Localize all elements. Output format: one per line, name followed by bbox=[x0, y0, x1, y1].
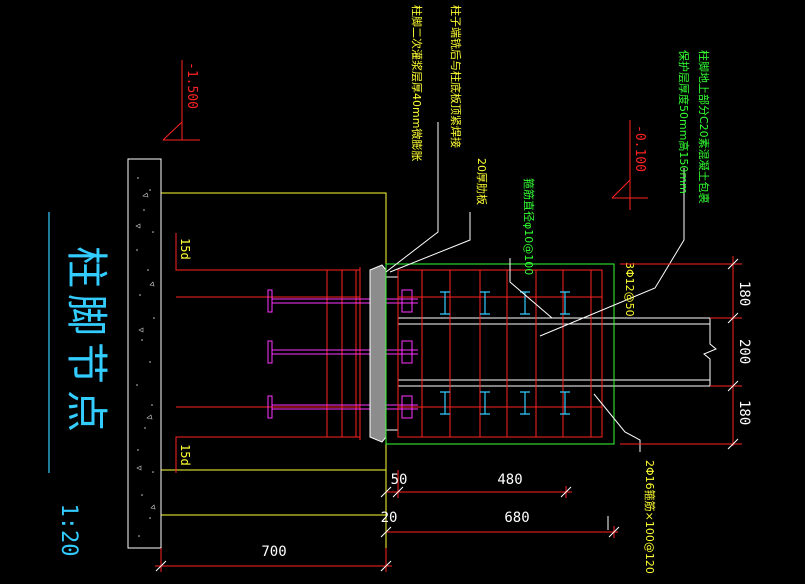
dimension-horizontal-labels: 50 480 20 680 700 bbox=[261, 472, 529, 560]
anchor-label-bottom: 15d bbox=[178, 444, 192, 466]
elevation-top-label: -1.500 bbox=[184, 62, 199, 109]
anchor-label-top: 15d bbox=[178, 238, 192, 260]
dim-v-top: 180 bbox=[736, 281, 752, 306]
concrete-column bbox=[127, 158, 162, 549]
dim-v-bottom: 180 bbox=[736, 400, 752, 425]
shear-studs bbox=[440, 291, 570, 415]
drawing-title: 柱脚节点 bbox=[62, 246, 111, 438]
note-grout: 柱脚二次灌浆层厚40mm微膨胀 bbox=[410, 5, 424, 161]
elevation-right-label: -0.100 bbox=[632, 125, 647, 172]
note-stiffener: 20厚肋板 bbox=[475, 158, 489, 205]
elevation-marker-top: -1.500 bbox=[162, 60, 200, 141]
break-line bbox=[703, 318, 717, 386]
dimension-vertical-labels: 180 200 180 bbox=[736, 281, 752, 425]
grout-layer bbox=[369, 264, 387, 443]
column-flange bbox=[397, 317, 711, 325]
note-base-plate: 柱子端铣后与柱底板顶紧焊接 bbox=[449, 5, 463, 148]
dim-h-700: 700 bbox=[261, 544, 286, 560]
concrete-hatch bbox=[135, 177, 156, 537]
stud-row-bottom bbox=[440, 391, 570, 415]
stirrups bbox=[397, 269, 603, 438]
note-cover: 保护层厚度50mm高150mm bbox=[677, 50, 691, 194]
notes: 柱子端铣后与柱底板顶紧焊接 柱脚二次灌浆层厚40mm微膨胀 20厚肋板 箍筋直径… bbox=[410, 5, 711, 574]
dimension-horizontal bbox=[155, 470, 620, 572]
title-block: 柱脚节点 1:20 bbox=[48, 212, 111, 557]
dim-h-480: 480 bbox=[497, 472, 522, 488]
foundation-outline bbox=[161, 192, 387, 548]
elevation-marker-right: -0.100 bbox=[611, 120, 648, 210]
column-flange-bottom bbox=[397, 379, 711, 387]
concrete-encasement bbox=[385, 263, 615, 445]
anchor-bar-bottom: 15d bbox=[175, 436, 360, 473]
anchor-bar-top: 15d bbox=[175, 233, 360, 271]
dimension-vertical bbox=[620, 256, 742, 450]
dim-h-50: 50 bbox=[391, 472, 408, 488]
stud-row-top bbox=[440, 291, 570, 315]
dim-h-680: 680 bbox=[504, 510, 529, 526]
note-concrete-pedestal: 柱脚地上部分C20素混凝土包裹 bbox=[697, 50, 711, 204]
anchor-bolt-2 bbox=[267, 340, 418, 364]
concrete-column-outline bbox=[127, 158, 162, 549]
dim-v-middle: 200 bbox=[736, 339, 752, 364]
note-bars-bottom: 2Φ16箍筋×100@120 bbox=[643, 460, 657, 574]
dim-h-20: 20 bbox=[381, 510, 398, 526]
note-stirrups: 箍筋直径φ10@100 bbox=[522, 178, 536, 275]
note-bars-mid: 3Φ12@50 bbox=[623, 262, 636, 317]
anchor-bolt-1 bbox=[267, 289, 418, 313]
drawing-scale: 1:20 bbox=[56, 504, 81, 557]
anchor-bolts bbox=[267, 289, 418, 419]
